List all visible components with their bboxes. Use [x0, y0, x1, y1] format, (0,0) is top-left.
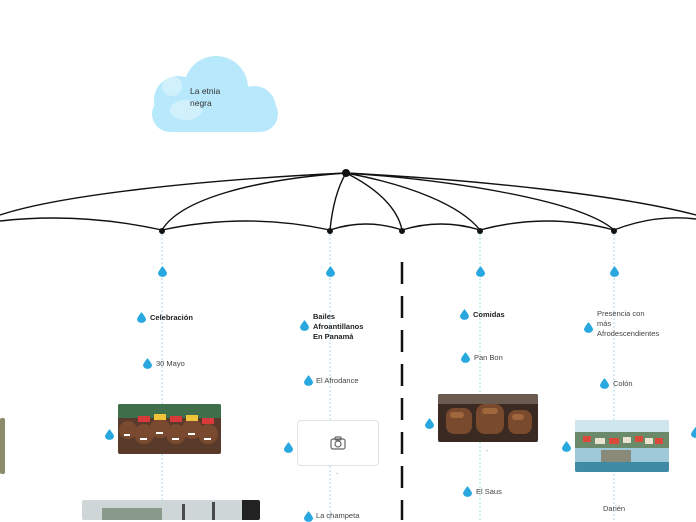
image-placeholder[interactable]: [297, 420, 379, 466]
water-drop-icon: [300, 320, 309, 331]
connector-presencia: [345, 172, 615, 231]
arc-right: [613, 217, 696, 231]
arc-celebracion-bailes: [161, 220, 331, 231]
subtopic-darien[interactable]: Darién: [603, 504, 626, 513]
children-celebration-photo[interactable]: [118, 404, 221, 454]
central-topic-cloud[interactable]: [150, 54, 282, 134]
water-drop-icon: [600, 378, 609, 389]
water-drop-icon: [691, 427, 696, 438]
water-drop-icon: [476, 266, 485, 277]
photo-caption-comidas: .: [486, 444, 489, 453]
subtopic-el-saus[interactable]: El Saus: [476, 487, 502, 496]
arc-bailes-center: [329, 223, 403, 231]
connector-comidas: [345, 172, 481, 231]
left-edge-photo[interactable]: [0, 418, 5, 474]
connector-far-left: [0, 172, 347, 216]
connector-center: [345, 172, 403, 231]
topic-comidas[interactable]: Comidas: [473, 310, 505, 319]
placeholder-caption-bailes: .: [336, 467, 339, 476]
node-dot-bailes: [327, 228, 333, 234]
water-drop-icon: [105, 429, 114, 440]
pan-bon-photo[interactable]: [438, 394, 538, 442]
connector-bailes: [329, 172, 347, 231]
water-drop-icon: [326, 266, 335, 277]
node-dot-comidas: [477, 228, 483, 234]
arc-left: [0, 217, 163, 231]
water-drop-icon: [284, 442, 293, 453]
water-drop-icon: [425, 418, 434, 429]
water-drop-icon: [584, 322, 593, 333]
water-drop-icon: [304, 511, 313, 522]
water-drop-icon: [463, 486, 472, 497]
subtopic-el-afrodance[interactable]: El Afrodance: [316, 376, 359, 385]
water-drop-icon: [304, 375, 313, 386]
topic-bailes[interactable]: Bailes Afroantillanos En Panamá: [313, 312, 364, 341]
node-dot-presencia: [611, 228, 617, 234]
topic-presencia[interactable]: Presencia con más Afrodescendientes: [597, 309, 660, 338]
water-drop-icon: [137, 312, 146, 323]
arc-center-comidas: [401, 223, 481, 231]
connector-celebracion: [161, 172, 347, 231]
water-drop-icon: [461, 352, 470, 363]
water-drop-icon: [158, 266, 167, 277]
water-drop-icon: [562, 441, 571, 452]
central-topic-label: La etnia negra: [190, 86, 221, 108]
subtopic-pan-bon[interactable]: Pan Bon: [474, 353, 503, 362]
water-drop-icon: [143, 358, 152, 369]
node-dot-center: [399, 228, 405, 234]
central-node-dot: [342, 169, 350, 177]
water-drop-icon: [610, 266, 619, 277]
water-drop-icon: [460, 309, 469, 320]
subtopic-30-mayo[interactable]: 30 Mayo: [156, 359, 185, 368]
camera-icon: [330, 436, 346, 450]
colon-city-photo[interactable]: [575, 420, 669, 472]
ship-photo[interactable]: [82, 500, 260, 520]
topic-celebracion[interactable]: Celebración: [150, 313, 193, 322]
connector-far-right: [345, 172, 696, 216]
subtopic-la-champeta[interactable]: La champeta: [316, 511, 360, 520]
node-dot-celebracion: [159, 228, 165, 234]
arc-comidas-presencia: [479, 220, 615, 231]
subtopic-colon[interactable]: Colón: [613, 379, 633, 388]
